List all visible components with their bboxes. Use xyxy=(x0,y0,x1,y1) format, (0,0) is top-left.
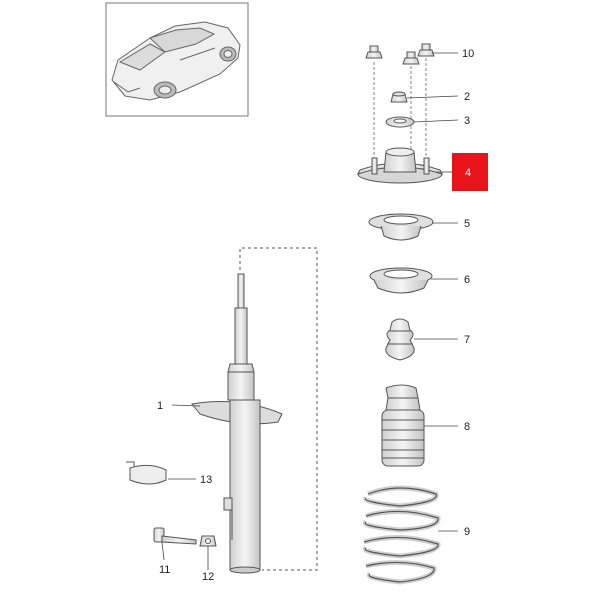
callout-4[interactable]: 4 xyxy=(465,167,471,179)
callout-3: 3 xyxy=(464,115,470,127)
callout-13: 13 xyxy=(200,474,212,486)
car-illustration xyxy=(111,21,241,101)
part-3-washer xyxy=(385,116,415,128)
part-5-spring-seat xyxy=(368,213,434,241)
car-thumbnail xyxy=(105,2,249,117)
part-8-dust-boot xyxy=(381,384,425,467)
callout-11: 11 xyxy=(159,564,170,576)
part-1-strut xyxy=(191,273,283,574)
callout-7: 7 xyxy=(464,334,470,346)
callout-2: 2 xyxy=(464,91,470,103)
part-7-bump-stop xyxy=(385,318,415,361)
callout-12: 12 xyxy=(202,571,214,583)
callout-8: 8 xyxy=(464,421,470,433)
part-4-top-mount xyxy=(357,147,443,184)
assembly-dashed-line xyxy=(239,247,318,571)
callout-5: 5 xyxy=(464,218,470,230)
part-11-bolt xyxy=(153,527,197,545)
callout-10: 10 xyxy=(462,48,474,60)
callout-labels: 10 2 3 4 5 6 7 8 9 1 13 11 12 xyxy=(157,48,474,583)
part-12-nut xyxy=(199,535,217,547)
part-2-nut xyxy=(390,91,408,103)
callout-6: 6 xyxy=(464,274,470,286)
part-10-nuts xyxy=(365,43,435,65)
leader-lines xyxy=(161,52,459,570)
part-6-bearing xyxy=(369,267,433,294)
callout-9: 9 xyxy=(464,526,470,538)
part-4-highlight-box[interactable] xyxy=(452,153,488,191)
part-13-clip xyxy=(126,461,167,485)
callout-1: 1 xyxy=(157,400,163,412)
part-9-coil-spring xyxy=(362,485,441,585)
